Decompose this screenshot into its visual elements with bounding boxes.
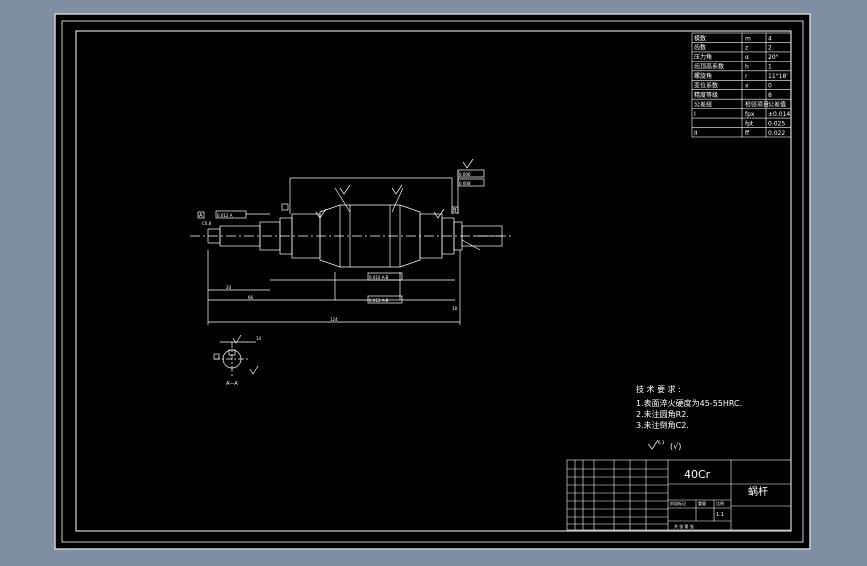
section-label: A—A xyxy=(226,381,238,387)
sheet-inner-frame xyxy=(75,30,792,532)
stage-label: 阶段标记 xyxy=(670,500,686,506)
roughness-bracket: (√) xyxy=(670,442,681,451)
parameter-rows: 模数 m 4 齿数 z 2 压力角 α 20° 齿顶高系数 h 1 螺旋角 r 11°18' 变位系数 x 0 精度… xyxy=(692,34,791,137)
param-value: 1 xyxy=(768,64,772,71)
datum-a-label: A xyxy=(199,213,203,219)
roughness-note: 6.3 xyxy=(658,440,665,445)
param-label: 压力角 xyxy=(694,53,712,61)
tech-note-2: 2.未注圆角R2. xyxy=(636,409,689,419)
dim-14: 14 xyxy=(256,336,262,341)
param-symbol: z xyxy=(745,45,748,52)
param-value: 2 xyxy=(768,45,772,52)
section-view-a-a xyxy=(213,334,259,376)
scale-value: 1:1 xyxy=(716,512,724,518)
param-label: 模数 xyxy=(694,34,706,42)
param-label: I xyxy=(694,111,696,118)
param-symbol: r xyxy=(745,73,748,80)
param-label: 齿数 xyxy=(694,44,706,52)
parameter-table xyxy=(691,32,792,138)
dimension-text: 0.012 A 0.010 A-B 0.012 A-B 0.006 0.008 … xyxy=(199,172,471,387)
title-block-text: 40Cr 蜗杆 阶段标记 重量 比例 1:1 共 张 第 张 xyxy=(670,468,768,529)
param-symbol: fpx xyxy=(745,111,755,118)
param-label: 公差组 xyxy=(694,100,712,108)
title-block xyxy=(566,459,792,531)
param-value: ±0.014 xyxy=(768,111,790,118)
param-symbol: ff xyxy=(745,130,750,137)
param-symbol: x xyxy=(745,83,749,90)
worm-shaft-view xyxy=(190,158,512,325)
material-label: 40Cr xyxy=(684,468,711,481)
param-label: 精度等级 xyxy=(694,91,718,99)
runout-top-2-label: 0.008 xyxy=(459,181,471,186)
chamfer-left-label: C0.8 xyxy=(202,221,212,226)
dim-66: 66 xyxy=(248,295,254,300)
sheet-label: 共 张 第 张 xyxy=(674,523,694,529)
part-name: 蜗杆 xyxy=(748,486,768,498)
param-symbol: 检验项目 xyxy=(745,100,769,108)
tech-notes-heading: 技 术 要 求 : xyxy=(636,384,681,394)
scale-label: 比例 xyxy=(716,500,724,506)
dim-124: 124 xyxy=(330,317,338,322)
tech-note-3: 3.未注倒角C2. xyxy=(636,420,689,430)
param-value: 0.022 xyxy=(768,130,785,137)
runout-left-label: 0.012 A xyxy=(217,213,233,218)
param-symbol: h xyxy=(745,64,749,71)
param-value: 20° xyxy=(768,54,779,61)
param-symbol: m xyxy=(745,35,751,42)
param-value: 4 xyxy=(768,35,772,42)
tech-note-1: 1.表面淬火硬度为45-55HRC. xyxy=(636,398,742,408)
runout-top-1-label: 0.006 xyxy=(459,172,471,177)
param-value: 8 xyxy=(768,92,772,99)
sheet-outer-border xyxy=(61,20,804,543)
weight-label: 重量 xyxy=(698,500,706,506)
technical-requirements: 技 术 要 求 : 1.表面淬火硬度为45-55HRC. 2.未注圆角R2. 3… xyxy=(636,384,742,451)
dim-20: 20 xyxy=(226,285,232,290)
param-value: 0 xyxy=(768,83,772,90)
param-label: 螺旋角 xyxy=(694,72,712,80)
param-value: 0.025 xyxy=(768,120,785,127)
datum-b-label: B xyxy=(453,208,457,214)
runout-mid-label: 0.010 A-B xyxy=(369,275,389,280)
param-label: II xyxy=(694,130,698,137)
param-symbol: fpt xyxy=(745,120,754,127)
param-value: 11°18' xyxy=(768,73,788,80)
param-label: 变位系数 xyxy=(694,82,718,90)
param-label: 齿顶高系数 xyxy=(694,63,724,71)
param-value: 公差值 xyxy=(768,100,786,108)
param-symbol: α xyxy=(745,54,749,61)
worm-body xyxy=(319,204,421,268)
dim-18: 18 xyxy=(452,306,458,311)
runout-bottom-label: 0.012 A-B xyxy=(369,298,389,303)
